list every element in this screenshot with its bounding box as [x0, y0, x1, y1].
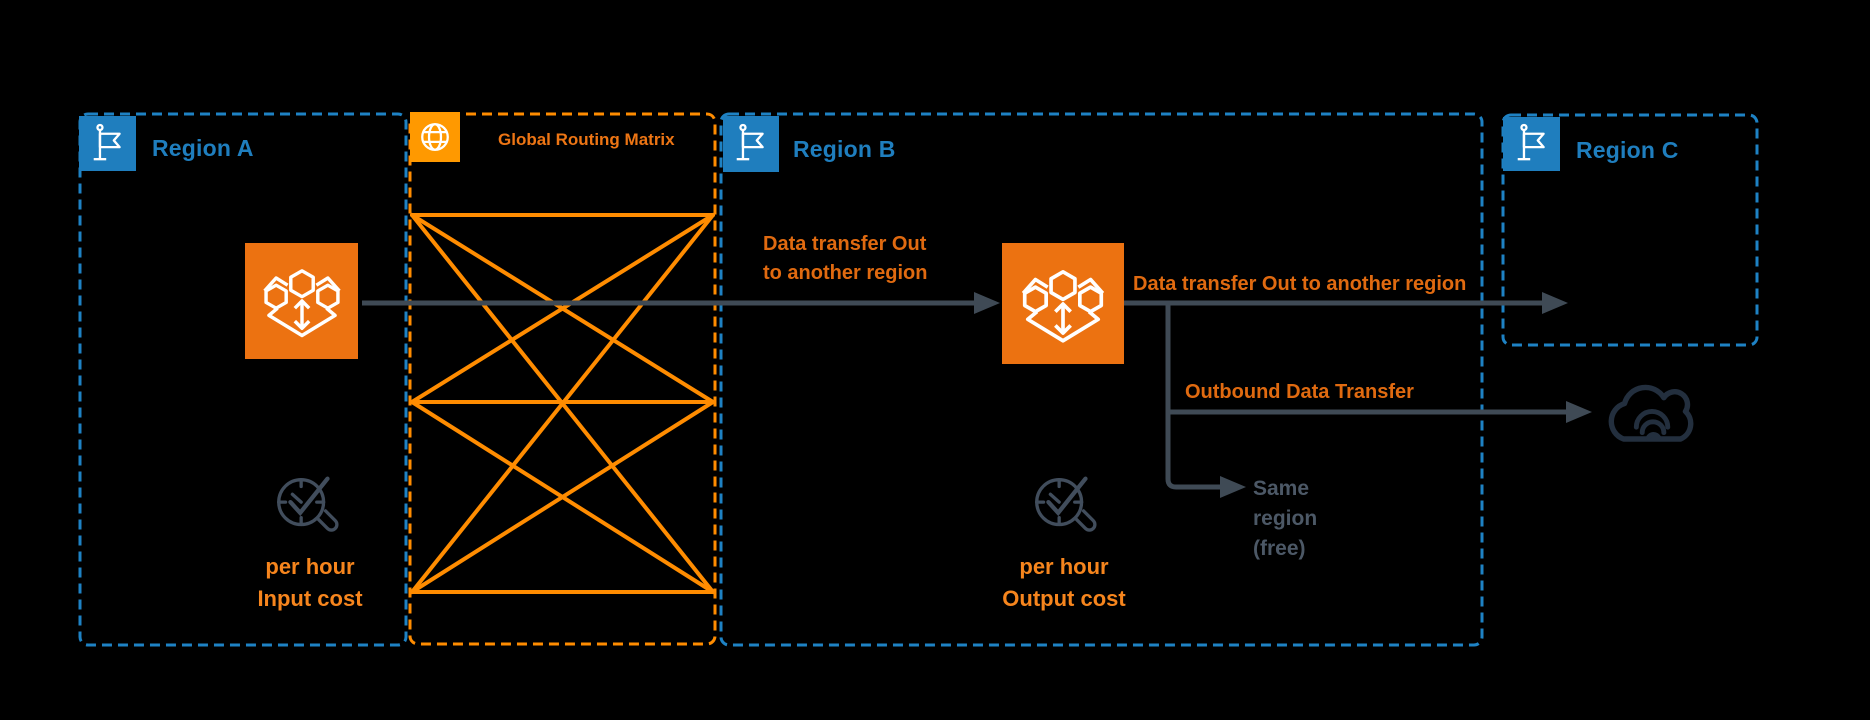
flow-label-b-to-c: Data transfer Out to another region: [1133, 273, 1467, 295]
transit-gateway-glyph: [1021, 269, 1105, 343]
region-c-box: [1501, 113, 1759, 347]
region-c-title: Region C: [1576, 137, 1679, 163]
global-routing-matrix-title: Global Routing Matrix: [498, 130, 675, 149]
global-routing-globe-icon: [410, 112, 460, 162]
flow-label-a-to-b-line1: Data transfer Out: [763, 233, 927, 255]
per-hour-cost-clock-icon-a: [268, 466, 346, 546]
output-cost-line2: Output cost: [1002, 586, 1126, 611]
region-b-box: [719, 112, 1484, 647]
region-b-flag-icon: [723, 116, 779, 172]
input-cost-line2: Input cost: [257, 586, 363, 611]
input-cost-label: per hour Input cost: [226, 551, 394, 615]
region-a-flag-icon: [79, 116, 136, 171]
output-cost-line1: per hour: [1019, 554, 1109, 579]
transit-gateway-a-icon: [245, 243, 358, 359]
flag-icon: [1517, 123, 1545, 161]
region-c-flag-icon: [1503, 117, 1560, 171]
same-region-label: Same region (free): [1253, 474, 1317, 564]
per-hour-cost-clock-icon-b: [1026, 466, 1104, 546]
transit-gateway-b-icon: [1002, 243, 1124, 364]
globe-icon: [421, 123, 449, 151]
region-a-title: Region A: [152, 135, 254, 161]
clock-icon: [1035, 476, 1097, 532]
flag-icon: [736, 123, 764, 161]
flow-arrows: [362, 292, 1592, 498]
flag-icon: [93, 123, 121, 160]
flow-label-a-to-b-line2: to another region: [763, 262, 928, 284]
flow-label-outbound: Outbound Data Transfer: [1185, 381, 1414, 403]
cloud-icon: [1608, 384, 1694, 442]
same-region-line1: Same: [1253, 477, 1310, 500]
output-cost-label: per hour Output cost: [980, 551, 1148, 615]
clock-icon: [277, 476, 339, 532]
arrow-same-region: [1165, 303, 1246, 498]
transit-gateway-glyph: [262, 269, 341, 338]
same-region-line2: region: [1253, 507, 1318, 530]
global-routing-matrix-box: [408, 112, 717, 646]
internet-cloud-icon: [1596, 368, 1714, 449]
region-a-box: [78, 112, 408, 647]
region-b-title: Region B: [793, 136, 896, 162]
flow-label-a-to-b: Data transfer Out to another region: [763, 230, 927, 288]
routing-mesh-lines: [410, 213, 715, 594]
same-region-line3: (free): [1253, 537, 1306, 560]
input-cost-line1: per hour: [265, 554, 355, 579]
